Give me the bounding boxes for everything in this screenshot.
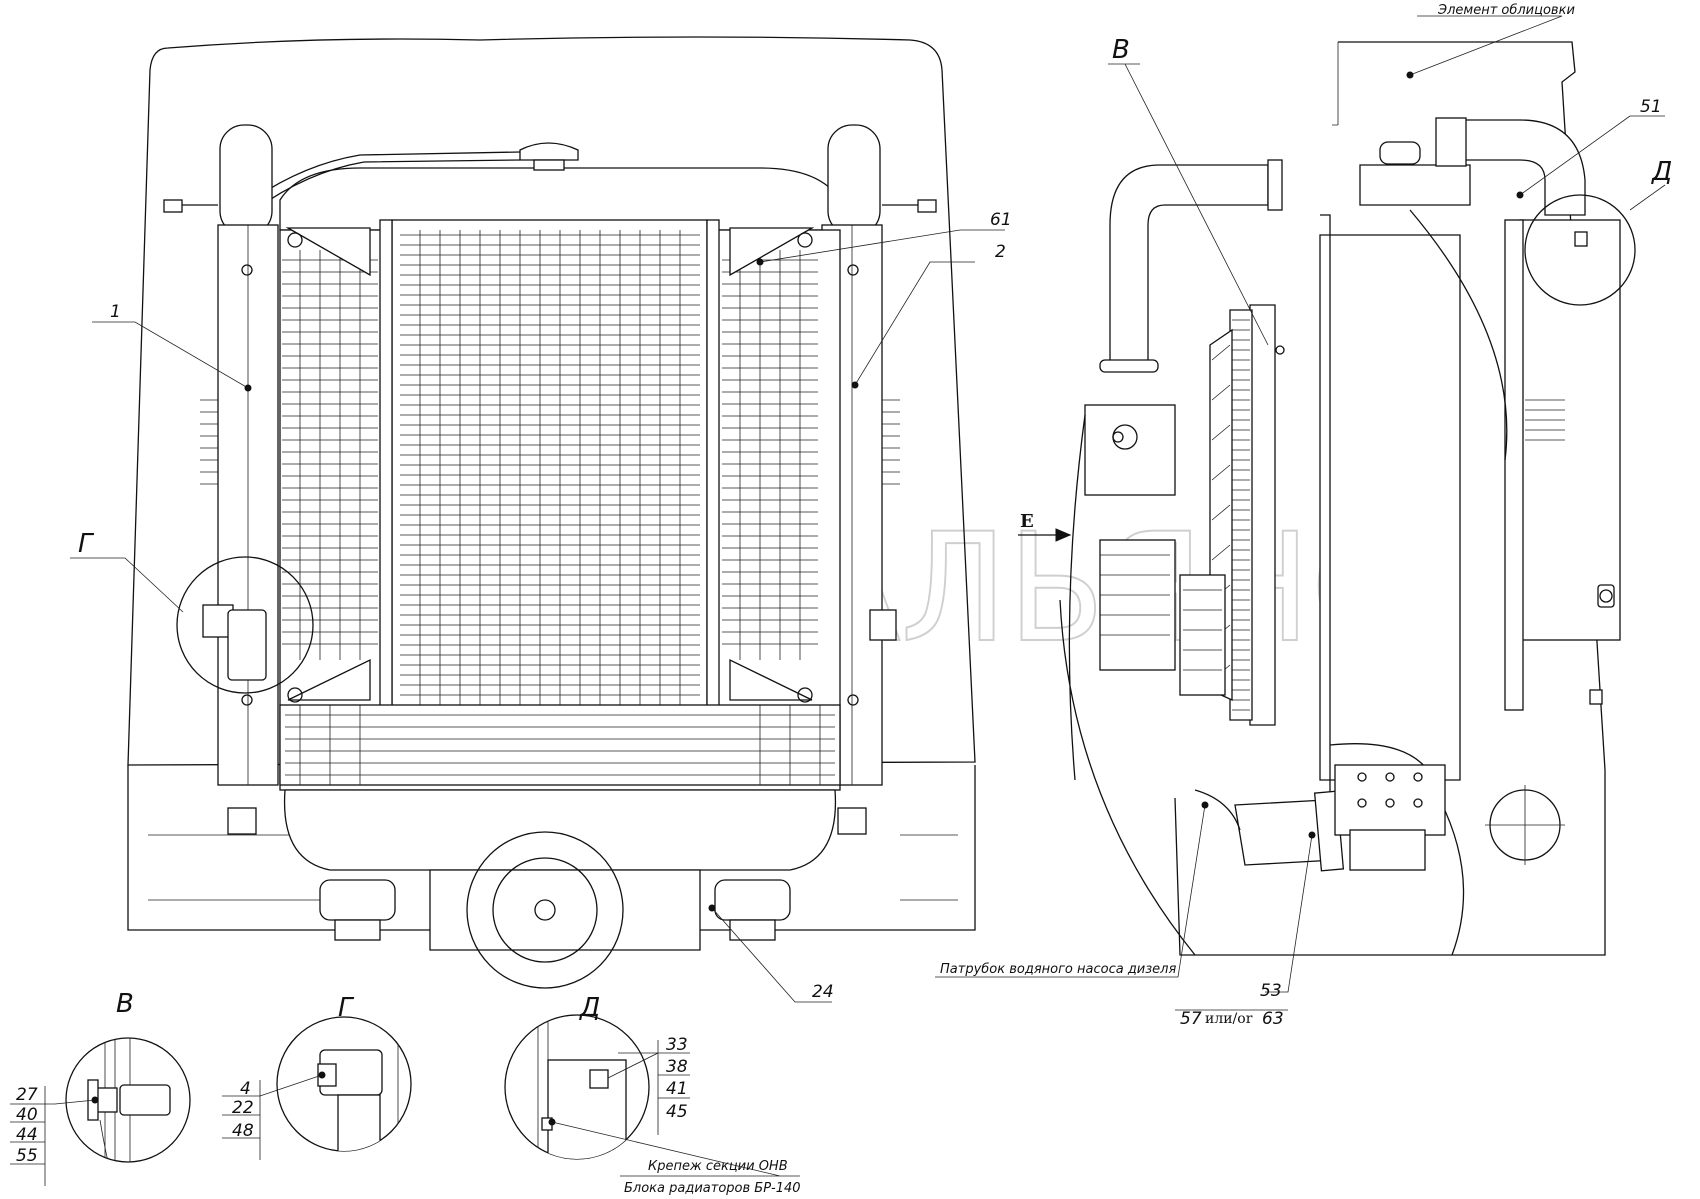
detail-d-item-3: 41 — [666, 1079, 688, 1099]
detail-d-title: Д — [579, 993, 600, 1023]
detail-d-note-line2: Блока радиаторов БР-140 — [624, 1181, 801, 1196]
callout-detail-g: Г — [78, 529, 95, 559]
callout-57: 57 — [1180, 1009, 1202, 1029]
detail-d-item-1: 33 — [666, 1035, 688, 1055]
detail-b-item-4: 55 — [16, 1146, 38, 1166]
front-view — [70, 36, 1005, 1003]
pump-pipe-label: Патрубок водяного насоса дизеля — [940, 962, 1176, 977]
detail-d-note-line1: Крепеж секции ОНВ — [648, 1159, 788, 1174]
detail-d-item-4: 45 — [666, 1102, 688, 1122]
detail-b-item-3: 44 — [16, 1125, 38, 1145]
callout-2: 2 — [995, 242, 1006, 262]
detail-g-item-2: 22 — [232, 1098, 254, 1118]
callout-63: 63 — [1262, 1009, 1284, 1029]
detail-g — [222, 1016, 412, 1160]
cladding-element-label: Элемент облицовки — [1437, 3, 1575, 18]
detail-g-title: Г — [338, 993, 355, 1023]
detail-b-title: В — [116, 989, 134, 1019]
callout-24: 24 — [812, 982, 834, 1002]
callout-1: 1 — [110, 302, 121, 322]
detail-g-item-1: 4 — [240, 1079, 251, 1099]
detail-b-item-2: 40 — [16, 1105, 38, 1125]
detail-d — [504, 1014, 800, 1177]
detail-b — [10, 1037, 191, 1186]
callout-51: 51 — [1640, 97, 1662, 117]
callout-detail-b: В — [1112, 35, 1130, 65]
callout-detail-d: Д — [1651, 157, 1672, 187]
or-text: или/or — [1205, 1011, 1253, 1027]
detail-d-item-2: 38 — [666, 1057, 688, 1077]
view-arrow-e: Е — [1020, 511, 1034, 532]
detail-g-item-3: 48 — [232, 1121, 254, 1141]
side-view — [935, 15, 1666, 1011]
detail-b-item-1: 27 — [16, 1085, 38, 1105]
callout-53: 53 — [1260, 981, 1282, 1001]
callout-61: 61 — [990, 210, 1012, 230]
